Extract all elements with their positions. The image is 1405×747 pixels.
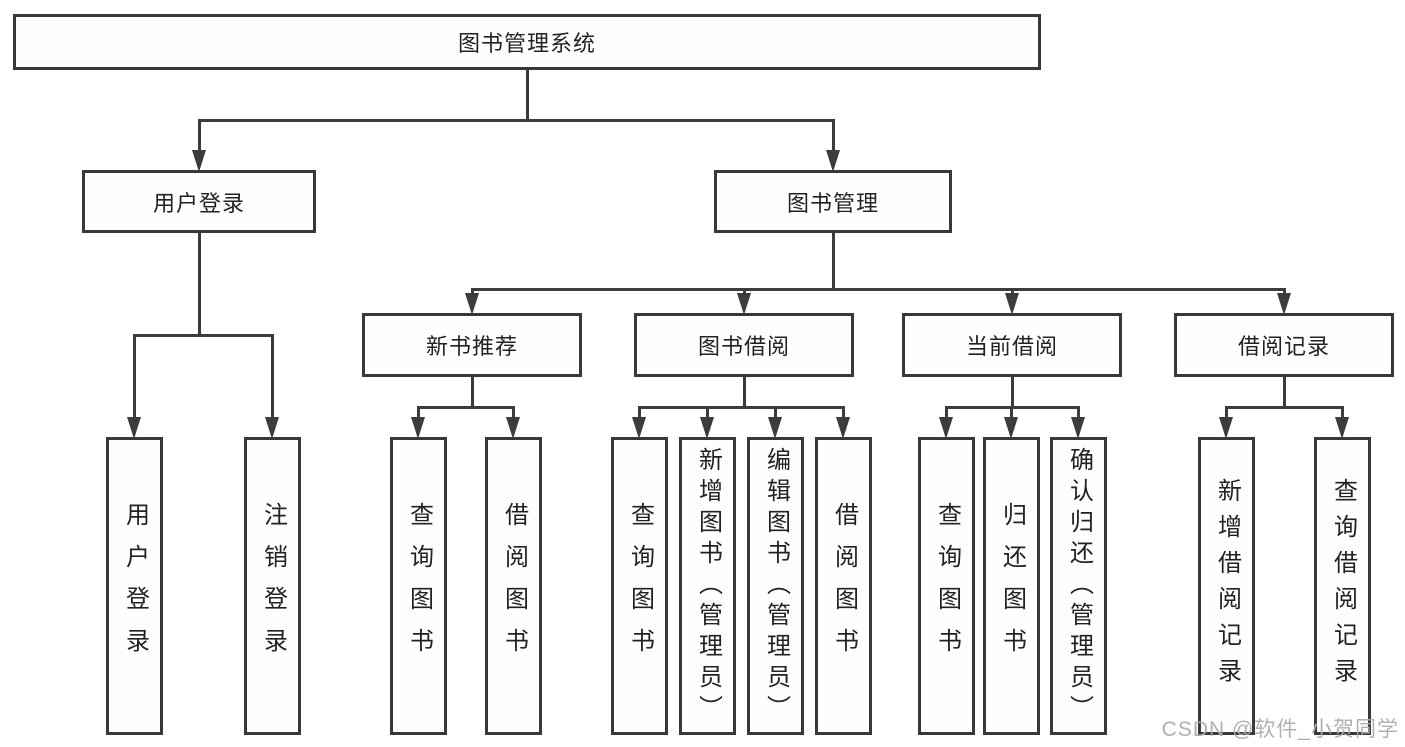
node-book-borrow: 图书借阅: [634, 313, 854, 377]
connector-vline: [945, 407, 948, 421]
arrowhead-down-icon: [1335, 417, 1349, 439]
connector-vline: [1077, 407, 1080, 421]
arrowhead-down-icon: [825, 150, 840, 172]
node-label: 图书管理: [786, 190, 879, 216]
connector-vline: [525, 70, 529, 120]
node-cb-return-book: 归还图书: [983, 437, 1040, 735]
node-bb-query-book: 查询图书: [611, 437, 668, 735]
connector-vline: [1282, 377, 1286, 407]
connector-hline: [1225, 405, 1344, 409]
connector-vline: [470, 377, 474, 407]
arrowhead-down-icon: [411, 417, 425, 439]
arrowhead-down-icon: [632, 417, 646, 439]
node-user-login: 用户登录: [82, 170, 316, 233]
connector-vline: [197, 120, 201, 154]
node-label: 编辑图书（管理员）: [762, 446, 790, 726]
node-bb-add-book: 新增图书（管理员）: [679, 437, 736, 735]
node-logout: 注销登录: [244, 437, 301, 735]
node-label: 借阅图书: [500, 502, 528, 670]
node-br-query-record: 查询借阅记录: [1314, 437, 1371, 735]
connector-hline: [197, 118, 835, 122]
node-borrow-records: 借阅记录: [1174, 313, 1394, 377]
connector-vline: [831, 120, 835, 154]
node-label: 查询借阅记录: [1329, 478, 1357, 694]
node-new-book-rec: 新书推荐: [362, 313, 582, 377]
node-book-mgmt: 图书管理: [714, 170, 952, 233]
connector-vline: [271, 335, 274, 421]
arrowhead-down-icon: [939, 417, 953, 439]
arrowhead-down-icon: [1004, 293, 1019, 315]
node-current-borrow: 当前借阅: [902, 313, 1122, 377]
node-label: 注销登录: [259, 502, 287, 670]
arrowhead-down-icon: [768, 417, 782, 439]
node-label: 当前借阅: [965, 334, 1058, 359]
arrowhead-down-icon: [836, 417, 850, 439]
connector-hline: [133, 333, 274, 337]
node-cb-query-book: 查询图书: [918, 437, 975, 735]
node-bb-edit-book: 编辑图书（管理员）: [747, 437, 804, 735]
connector-vline: [842, 407, 845, 421]
node-label: 新增图书（管理员）: [694, 446, 722, 726]
node-label: 查询图书: [405, 502, 433, 670]
arrowhead-down-icon: [1004, 417, 1018, 439]
connector-hline: [417, 405, 515, 409]
connector-vline: [742, 377, 746, 407]
node-br-add-record: 新增借阅记录: [1198, 437, 1255, 735]
connector-vline: [1341, 407, 1344, 421]
connector-hline: [470, 287, 1286, 291]
connector-vline: [1010, 377, 1014, 407]
node-root: 图书管理系统: [13, 14, 1041, 70]
node-label: 借阅图书: [830, 502, 858, 670]
arrowhead-down-icon: [700, 417, 714, 439]
arrowhead-down-icon: [191, 150, 206, 172]
node-label: 用户登录: [152, 190, 245, 216]
connector-vline: [1010, 407, 1013, 421]
node-label: 确认归还（管理员）: [1065, 446, 1093, 726]
node-label: 归还图书: [998, 502, 1026, 670]
arrowhead-down-icon: [736, 293, 751, 315]
node-label: 查询图书: [626, 502, 654, 670]
arrowhead-down-icon: [464, 293, 479, 315]
node-label: 新书推荐: [425, 334, 518, 359]
arrowhead-down-icon: [506, 417, 520, 439]
arrowhead-down-icon: [265, 417, 279, 439]
connector-vline: [774, 407, 777, 421]
node-label: 新增借阅记录: [1213, 478, 1241, 694]
node-label: 图书管理系统: [457, 31, 596, 56]
connector-vline: [133, 335, 136, 421]
connector-vline: [417, 407, 420, 421]
node-label: 图书借阅: [697, 334, 790, 359]
arrowhead-down-icon: [1071, 417, 1085, 439]
node-bb-borrow-book: 借阅图书: [815, 437, 872, 735]
connector-hline: [638, 405, 845, 409]
node-cb-confirm-return: 确认归还（管理员）: [1050, 437, 1107, 735]
node-rec-borrow-book: 借阅图书: [485, 437, 542, 735]
arrowhead-down-icon: [1219, 417, 1233, 439]
connector-vline: [831, 233, 835, 289]
node-label: 用户登录: [121, 502, 149, 670]
connector-vline: [1225, 407, 1228, 421]
connector-vline: [197, 233, 201, 335]
node-login: 用户登录: [106, 437, 163, 735]
watermark: CSDN @软件_小贺同学: [1161, 718, 1399, 741]
connector-vline: [706, 407, 709, 421]
node-label: 查询图书: [933, 502, 961, 670]
node-label: 借阅记录: [1237, 334, 1330, 359]
node-rec-query-book: 查询图书: [390, 437, 447, 735]
connector-vline: [512, 407, 515, 421]
arrowhead-down-icon: [127, 417, 141, 439]
connector-vline: [638, 407, 641, 421]
arrowhead-down-icon: [1276, 293, 1291, 315]
